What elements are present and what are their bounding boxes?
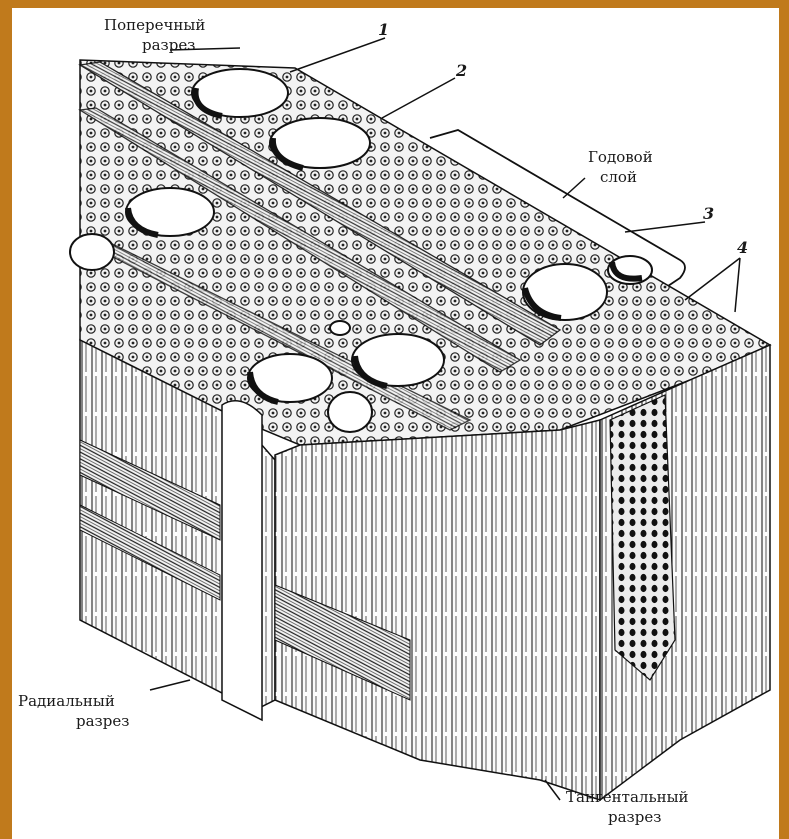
cross-section-label-line1: Поперечный	[104, 16, 205, 34]
cross-section-label-line2: разрез	[142, 36, 195, 54]
tangential-label-line1: Тангентальный	[566, 788, 689, 806]
pore-field	[610, 395, 675, 680]
tangential-label-line2: разрез	[608, 808, 661, 826]
radial-label-line2: разрез	[76, 712, 129, 730]
label-number-3: 3	[703, 204, 714, 223]
radial-label-line1: Радиальный	[18, 692, 115, 710]
annual-layer-label-line2: слой	[600, 168, 637, 186]
annual-layer-label-line1: Годовой	[588, 148, 653, 166]
label-number-2: 2	[455, 61, 467, 80]
label-number-1: 1	[378, 20, 389, 39]
label-number-4: 4	[737, 238, 748, 257]
vessel-channel	[222, 401, 262, 720]
